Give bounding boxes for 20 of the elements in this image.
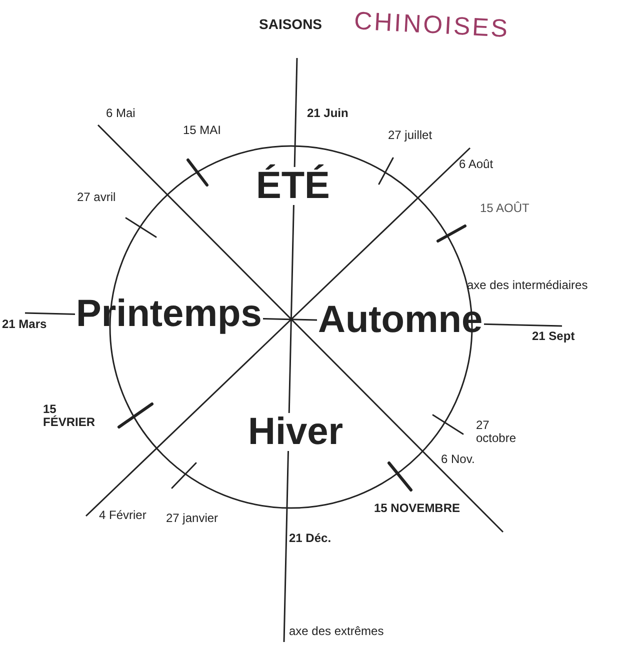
date-label: 15 AOÛT [480,202,530,216]
date-label: 6 Mai [106,107,136,120]
title: SAISONS [259,17,322,32]
date-label: 4 Février [99,509,146,522]
date-label: 15 NOVEMBRE [374,502,460,516]
date-label: 6 Août [459,158,494,172]
date-label: 27 avril [77,191,116,204]
date-label: 6 Nov. [441,453,475,466]
axis-label: axe des intermédiaires [467,279,588,292]
date-label: 27 octobre [476,419,518,446]
date-label: 15 FÉVRIER [43,403,96,430]
date-label: 15 MAI [183,124,222,138]
date-label: 21 Mars [2,318,47,332]
date-label: 21 Juin [307,107,348,120]
date-label: 27 janvier [166,512,218,526]
handwritten-note: CHINOISES [353,8,510,44]
date-label: 21 Sept [532,330,575,344]
date-label: 21 Déc. [289,532,332,546]
axis-label: axe des extrêmes [289,625,384,638]
date-label: 27 juillet [388,129,432,142]
